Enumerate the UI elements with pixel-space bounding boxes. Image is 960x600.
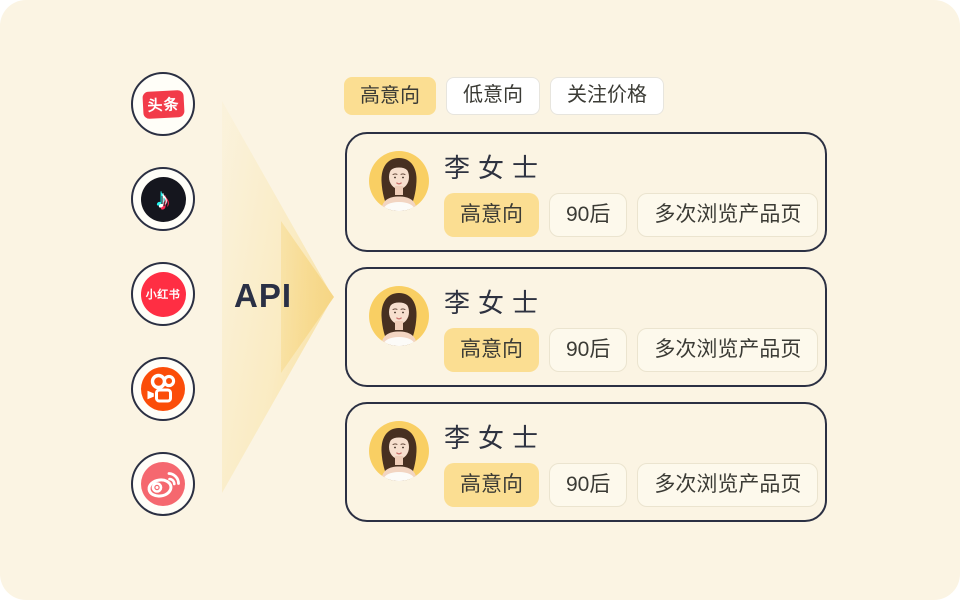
- tag-age-group: 90后: [549, 463, 628, 507]
- douyin-circle: ♪: [140, 176, 186, 222]
- lead-card: 李女士 高意向 90后 多次浏览产品页: [345, 132, 827, 252]
- filter-chip-low-intent[interactable]: 低意向: [446, 77, 540, 115]
- kuaishou-icon: [131, 357, 195, 421]
- tag-age-group: 90后: [549, 193, 628, 237]
- xiaohongshu-label: 小红书: [145, 289, 181, 301]
- tag-behavior: 多次浏览产品页: [637, 328, 819, 372]
- toutiao-label: 头条: [146, 95, 180, 115]
- xiaohongshu-icon: 小红书: [131, 262, 195, 326]
- tag-age-group: 90后: [549, 328, 628, 372]
- avatar: [369, 286, 429, 346]
- toutiao-badge: 头条: [141, 89, 185, 119]
- tag-row: 高意向 90后 多次浏览产品页: [444, 328, 819, 372]
- avatar: [369, 421, 429, 481]
- platform-icon-column: 头条 ♪ 小红书: [131, 72, 195, 516]
- tag-high-intent: 高意向: [444, 463, 539, 507]
- lead-name: 李女士: [444, 288, 547, 318]
- tag-behavior: 多次浏览产品页: [637, 193, 819, 237]
- lead-name: 李女士: [444, 423, 547, 453]
- douyin-icon: ♪: [131, 167, 195, 231]
- api-label: API: [233, 277, 292, 314]
- xiaohongshu-circle: 小红书: [140, 271, 186, 317]
- lead-card: 李女士 高意向 90后 多次浏览产品页: [345, 402, 827, 522]
- filter-chip-high-intent[interactable]: 高意向: [344, 77, 436, 115]
- filter-row: 高意向 低意向 关注价格: [344, 77, 664, 115]
- tag-behavior: 多次浏览产品页: [637, 463, 819, 507]
- weibo-icon: [131, 452, 195, 516]
- lead-card: 李女士 高意向 90后 多次浏览产品页: [345, 267, 827, 387]
- woman-avatar-illustration: [369, 151, 429, 211]
- tag-row: 高意向 90后 多次浏览产品页: [444, 193, 819, 237]
- douyin-note-icon: ♪: [156, 184, 170, 214]
- tag-high-intent: 高意向: [444, 328, 539, 372]
- avatar: [369, 151, 429, 211]
- weibo-eye-icon: [141, 462, 185, 506]
- filter-chip-price-focus[interactable]: 关注价格: [550, 77, 664, 115]
- woman-avatar-illustration: [369, 286, 429, 346]
- tag-high-intent: 高意向: [444, 193, 539, 237]
- kuaishou-camera-icon: [141, 367, 185, 411]
- lead-name: 李女士: [444, 153, 547, 183]
- toutiao-icon: 头条: [131, 72, 195, 136]
- tag-row: 高意向 90后 多次浏览产品页: [444, 463, 819, 507]
- lead-cards: 李女士 高意向 90后 多次浏览产品页: [345, 132, 827, 537]
- woman-avatar-illustration: [369, 421, 429, 481]
